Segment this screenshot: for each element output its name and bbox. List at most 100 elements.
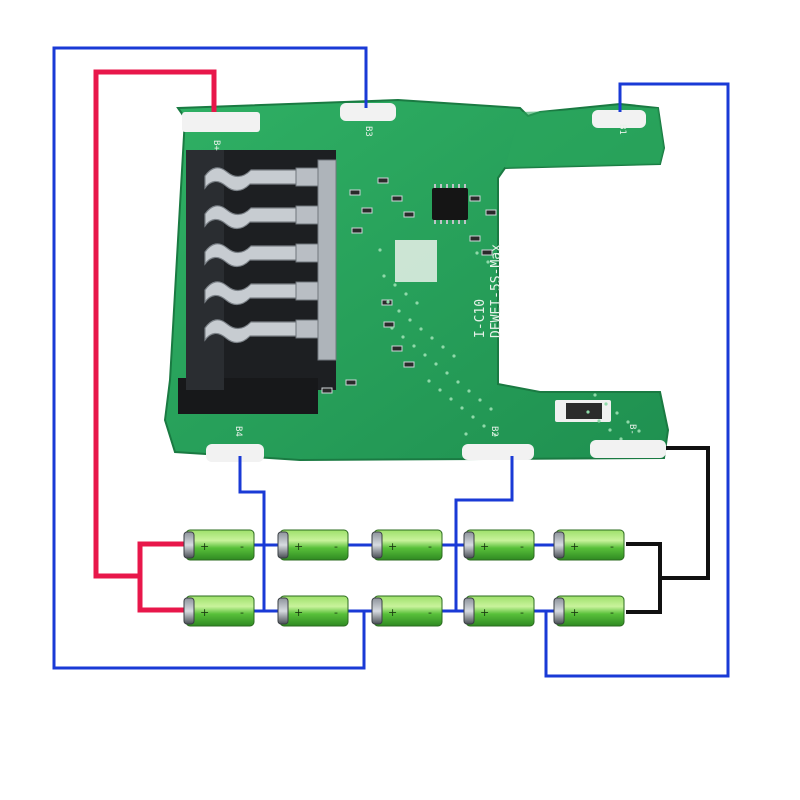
pad-label-b2: B2 bbox=[489, 426, 499, 437]
via bbox=[456, 380, 460, 384]
bms-board: DEWEI-5S-Max I-C10 B+ B3 B1 B4 B2 B- bbox=[163, 98, 670, 462]
smd-part bbox=[469, 235, 481, 242]
smd-part bbox=[321, 387, 333, 394]
pad-label-b-plus: B+ bbox=[211, 140, 221, 151]
pad-b-minus: B- bbox=[590, 424, 666, 458]
cell-plus-marker: + bbox=[388, 540, 397, 553]
via bbox=[464, 432, 468, 436]
cell-minus-marker: - bbox=[240, 606, 244, 619]
via bbox=[460, 406, 464, 410]
via bbox=[404, 292, 408, 296]
wire-b-minus-link bbox=[626, 542, 662, 614]
wire-b1 bbox=[544, 82, 730, 678]
via bbox=[475, 251, 479, 255]
via bbox=[637, 429, 641, 433]
board-model-label: DEWEI-5S-Max bbox=[489, 244, 504, 338]
smd-part bbox=[391, 345, 403, 352]
battery-cell: +- bbox=[463, 595, 535, 627]
cell-plus-marker: + bbox=[480, 540, 489, 553]
bus-bar bbox=[317, 159, 337, 361]
wire-b-minus bbox=[660, 446, 710, 580]
cell-plus-marker: + bbox=[480, 606, 489, 619]
via bbox=[445, 371, 449, 375]
smd-part bbox=[485, 209, 497, 216]
pad-label-b-minus: B- bbox=[627, 424, 637, 435]
via bbox=[423, 353, 427, 357]
cell-minus-marker: - bbox=[610, 540, 614, 553]
pad-label-b4: B4 bbox=[233, 426, 243, 437]
battery-cell: +- bbox=[277, 595, 349, 627]
cell-cap bbox=[183, 597, 195, 625]
battery-pack: +-+-+-+-+-+-+-+-+-+- bbox=[183, 529, 625, 627]
via bbox=[441, 345, 445, 349]
battery-cell: +- bbox=[277, 529, 349, 561]
ic-chip bbox=[432, 188, 468, 220]
smd-part bbox=[349, 189, 361, 196]
board-version-label: I-C10 bbox=[473, 299, 488, 338]
via bbox=[430, 336, 434, 340]
via bbox=[593, 393, 597, 397]
cell-cap bbox=[553, 531, 565, 559]
pad-label-b1: B1 bbox=[617, 124, 627, 135]
cell-cap bbox=[553, 597, 565, 625]
via bbox=[382, 274, 386, 278]
via bbox=[434, 362, 438, 366]
via bbox=[619, 437, 623, 441]
via bbox=[452, 354, 456, 358]
cell-minus-marker: - bbox=[334, 606, 338, 619]
via bbox=[378, 248, 382, 252]
via bbox=[415, 301, 419, 305]
battery-contacts bbox=[204, 159, 337, 361]
cell-plus-marker: + bbox=[294, 540, 303, 553]
cell-minus-marker: - bbox=[240, 540, 244, 553]
via bbox=[449, 397, 453, 401]
via bbox=[412, 344, 416, 348]
via bbox=[390, 326, 394, 330]
via bbox=[608, 428, 612, 432]
smd-part bbox=[361, 207, 373, 214]
smd-part bbox=[403, 361, 415, 368]
cell-minus-marker: - bbox=[520, 606, 524, 619]
via bbox=[419, 327, 423, 331]
cell-cap bbox=[371, 597, 383, 625]
pad-b-plus: B+ bbox=[182, 112, 260, 151]
cell-minus-marker: - bbox=[610, 606, 614, 619]
battery-cell: +- bbox=[183, 529, 255, 561]
via bbox=[489, 407, 493, 411]
wire-b2 bbox=[454, 456, 514, 612]
via bbox=[397, 309, 401, 313]
battery-cell: +- bbox=[371, 595, 443, 627]
cell-minus-marker: - bbox=[428, 540, 432, 553]
cell-cap bbox=[183, 531, 195, 559]
vias bbox=[378, 248, 641, 441]
pad-b2: B2 bbox=[462, 426, 534, 460]
cell-plus-marker: + bbox=[570, 606, 579, 619]
smd-part bbox=[377, 177, 389, 184]
smd-part bbox=[351, 227, 363, 234]
cell-cap bbox=[277, 597, 289, 625]
cell-minus-marker: - bbox=[520, 540, 524, 553]
via bbox=[597, 419, 601, 423]
via bbox=[586, 410, 590, 414]
cell-plus-marker: + bbox=[570, 540, 579, 553]
via bbox=[401, 335, 405, 339]
cell-minus-marker: - bbox=[428, 606, 432, 619]
cell-cap bbox=[463, 531, 475, 559]
smd-part bbox=[403, 211, 415, 218]
via bbox=[486, 260, 490, 264]
wire-b-plus bbox=[93, 69, 217, 579]
via bbox=[604, 402, 608, 406]
pad-label-b3: B3 bbox=[363, 126, 373, 137]
via bbox=[478, 398, 482, 402]
wires bbox=[52, 46, 730, 678]
wire-b3 bbox=[52, 46, 368, 670]
pad-b1: B1 bbox=[592, 110, 646, 135]
battery-cell: +- bbox=[553, 595, 625, 627]
cell-plus-marker: + bbox=[388, 606, 397, 619]
cell-minus-marker: - bbox=[334, 540, 338, 553]
cell-cap bbox=[371, 531, 383, 559]
via bbox=[386, 300, 390, 304]
via bbox=[393, 283, 397, 287]
ic-pins bbox=[434, 184, 466, 224]
